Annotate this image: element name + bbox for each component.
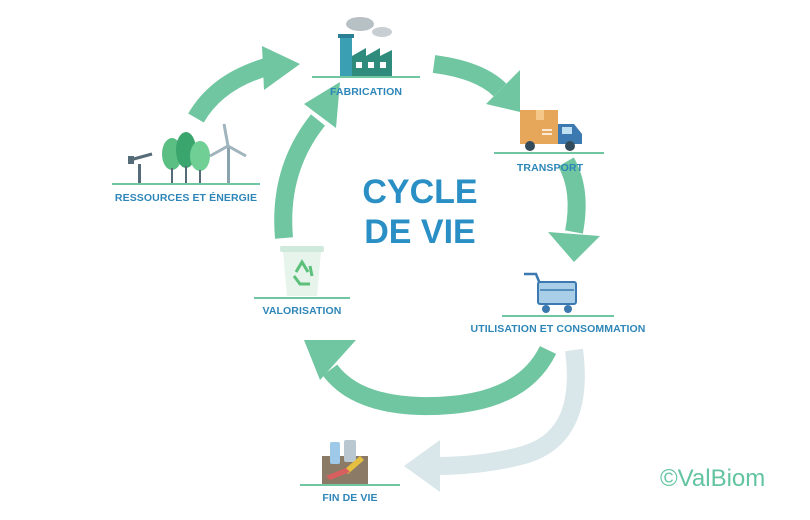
- arrow-utilisation-to-valorisation: [304, 340, 557, 416]
- label-fin-de-vie: FIN DE VIE: [322, 492, 378, 504]
- factory-icon: [312, 17, 420, 78]
- waste-bin-icon: [300, 440, 400, 486]
- arrow-fabrication-to-transport: [432, 55, 520, 112]
- arrow-utilisation-to-fin-de-vie: [404, 348, 585, 492]
- arrow-valorisation-to-fabrication: [274, 82, 340, 239]
- label-ressources: RESSOURCES ET ÉNERGIE: [114, 192, 258, 204]
- label-transport: TRANSPORT: [516, 162, 584, 174]
- label-utilisation: UTILISATION ET CONSOMMATION: [470, 323, 646, 335]
- label-fabrication: FABRICATION: [329, 86, 403, 98]
- arrow-transport-to-utilisation: [548, 157, 600, 262]
- arrow-ressources-to-fabrication: [188, 46, 300, 123]
- shopping-cart-icon: [502, 272, 614, 317]
- delivery-truck-icon: [494, 110, 604, 154]
- diagram-title: CYCLE DE VIE: [320, 172, 520, 252]
- trees-oil-pump-wind-turbine-icon: [112, 123, 260, 185]
- title-line-1: CYCLE: [362, 173, 478, 211]
- label-valorisation: VALORISATION: [262, 305, 342, 317]
- title-line-2: DE VIE: [364, 213, 476, 251]
- copyright-credit: ©ValBiom: [660, 465, 766, 492]
- recycling-bin-icon: [254, 246, 350, 299]
